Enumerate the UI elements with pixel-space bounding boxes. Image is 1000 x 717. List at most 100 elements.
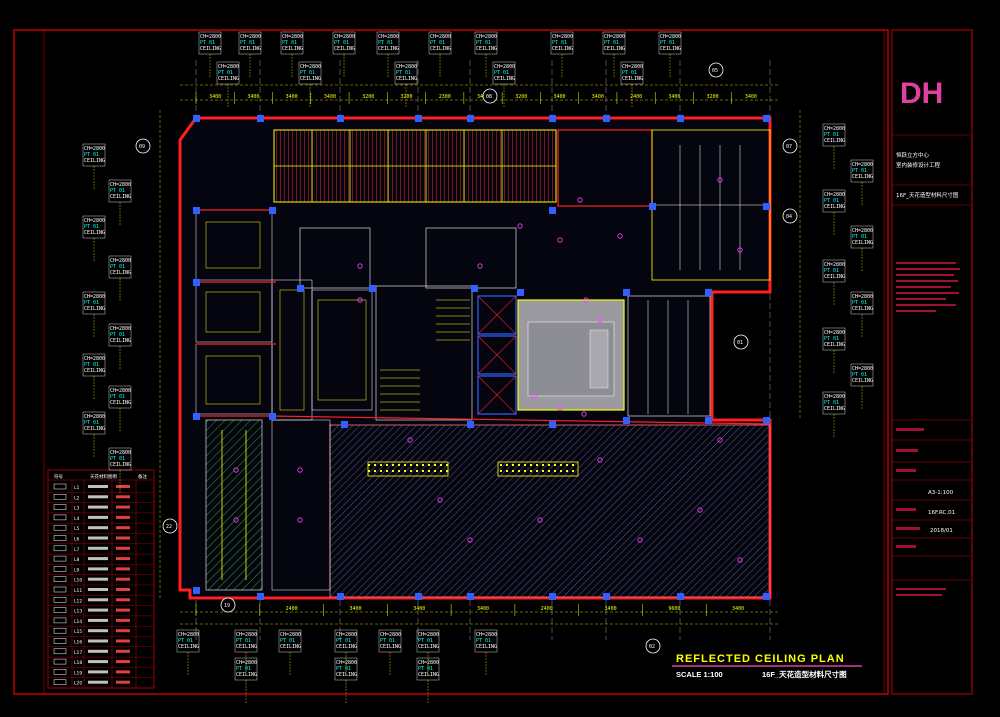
svg-text:04: 04 — [786, 214, 792, 220]
dimension-top-text: 3400 — [209, 94, 221, 100]
tag-ch: CH=2800 — [334, 34, 355, 40]
legend-code: L20 — [74, 681, 82, 687]
column — [677, 593, 684, 600]
column — [467, 115, 474, 122]
tag-ceiling: CEILING — [852, 378, 873, 384]
legend-desc-bar — [88, 567, 108, 571]
tag-ch: CH=2800 — [604, 34, 625, 40]
dimension-bottom-text: 3400 — [477, 606, 489, 612]
tag-ch: CH=2800 — [824, 192, 845, 198]
downlight-icon — [407, 437, 413, 443]
tag-pt: PT 01 — [380, 638, 395, 644]
tag-ceiling: CEILING — [300, 76, 321, 82]
tag-pt: PT 01 — [84, 224, 99, 230]
column — [549, 593, 556, 600]
tag-ch: CH=2800 — [84, 294, 105, 300]
left-wing-fixtures — [205, 221, 367, 411]
tag-ch: CH=2800 — [336, 632, 357, 638]
legend-symbol-icon — [53, 483, 67, 490]
legend-row: L19 — [48, 669, 154, 678]
tag-pt: PT 01 — [110, 456, 125, 462]
legend-note-bar — [116, 546, 130, 550]
legend-code: L5 — [74, 526, 80, 532]
tag-ceiling: CEILING — [396, 76, 417, 82]
column — [341, 421, 348, 428]
company-logo: DH — [900, 77, 943, 110]
open-office-ceiling — [329, 424, 771, 598]
legend-symbol-icon — [53, 638, 67, 644]
tag-pt: PT 01 — [660, 40, 675, 46]
dimension-bottom-text: 3400 — [413, 606, 425, 612]
tag-pt: PT 01 — [300, 70, 315, 76]
tag-ceiling: CEILING — [824, 406, 845, 412]
legend-note-bar — [116, 485, 130, 488]
tag-pt: PT 01 — [824, 400, 839, 406]
legend-row: L3 — [48, 504, 154, 514]
downlight-icon — [517, 223, 523, 229]
tag-ch: CH=2800 — [824, 394, 845, 400]
legend-header-3: 备注 — [138, 473, 147, 480]
legend-desc-bar — [88, 526, 108, 530]
legend-row: L9 — [48, 566, 154, 575]
tag-pt: PT 01 — [824, 198, 839, 204]
tag-ch: CH=2800 — [418, 632, 439, 638]
column — [549, 115, 556, 122]
tag-pt: PT 01 — [430, 40, 445, 46]
tag-ch: CH=2800 — [218, 64, 239, 70]
sheet-name: 16F_天花造型材料尺寸图 — [896, 191, 959, 199]
tag-ceiling: CEILING — [282, 46, 303, 52]
tag-ceiling: CEILING — [236, 644, 257, 650]
column — [649, 203, 656, 210]
tag-ch: CH=2800 — [852, 162, 873, 168]
grid-bubble: 04 — [782, 208, 798, 224]
tag-ch: CH=2800 — [824, 262, 845, 268]
dimension-top-text: 3400 — [668, 94, 680, 100]
column — [257, 593, 264, 600]
tag-ch: CH=2800 — [110, 388, 131, 394]
legend-desc-bar — [88, 608, 108, 612]
tag-ch: CH=2800 — [84, 146, 105, 152]
tag-pt: PT 01 — [494, 70, 509, 76]
column — [763, 203, 770, 210]
dimension-top-text: 3200 — [707, 94, 719, 100]
office-room-b-lines — [652, 145, 770, 270]
downlight-icon — [233, 467, 239, 473]
legend-code: L1 — [74, 485, 80, 491]
legend-header-2: 天花材料图例 — [90, 473, 117, 480]
column — [677, 115, 684, 122]
column — [369, 285, 376, 292]
column — [337, 115, 344, 122]
grid-ceiling-dividers — [274, 130, 556, 202]
grid-bubble: 01 — [733, 334, 749, 350]
tag-ceiling: CEILING — [110, 462, 131, 468]
tag-ceiling: CEILING — [200, 46, 221, 52]
column — [471, 285, 478, 292]
svg-text:19: 19 — [224, 603, 230, 609]
drawing-number: 16F.RC.01 — [928, 510, 955, 516]
inner-border — [43, 29, 885, 695]
office-room-c — [627, 295, 711, 417]
column — [297, 285, 304, 292]
legend-code: L3 — [74, 506, 80, 512]
legend-code: L6 — [74, 537, 80, 543]
legend-code: L16 — [74, 640, 82, 646]
tag-pt: PT 01 — [552, 40, 567, 46]
tag-pt: PT 01 — [236, 638, 251, 644]
legend-symbol-icon — [53, 504, 67, 510]
legend-note-bar — [116, 598, 130, 602]
column — [705, 417, 712, 424]
column — [763, 115, 770, 122]
downlight-icon — [737, 557, 743, 563]
